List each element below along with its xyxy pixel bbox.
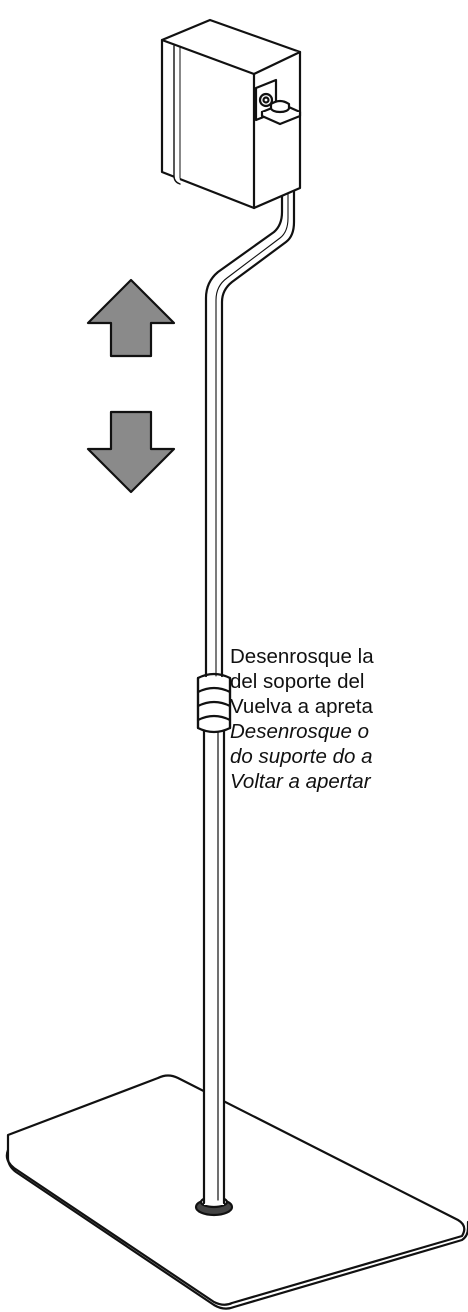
instruction-pt-line-3: Voltar a apertar — [230, 770, 371, 793]
instruction-es-line-1: Desenrosque la — [230, 645, 374, 668]
instruction-es-line-2: del soporte del — [230, 670, 365, 693]
lower-pole — [202, 725, 226, 1205]
base-plate — [5, 1074, 468, 1310]
speaker-box — [160, 18, 302, 210]
instruction-es-line-3: Vuelva a apreta — [230, 695, 373, 718]
height-adjust-collar — [196, 672, 232, 734]
instruction-text: Desenrosque la del soporte del Vuelva a … — [230, 644, 468, 794]
arrow-up-icon — [86, 278, 176, 358]
mounting-bracket — [254, 78, 302, 126]
arrow-down-icon — [86, 410, 176, 494]
instruction-pt-line-2: do suporte do a — [230, 745, 373, 768]
instruction-pt-line-1: Desenrosque o — [230, 720, 370, 743]
upper-pole — [204, 118, 296, 678]
